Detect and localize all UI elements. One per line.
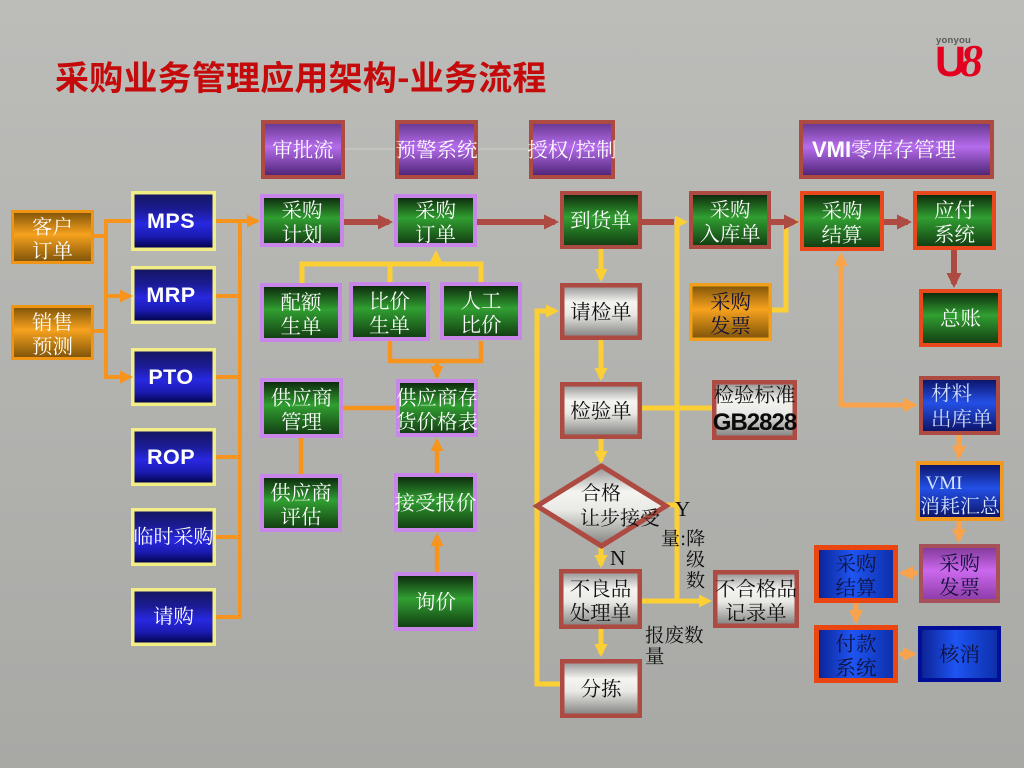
svg-text:GB2828: GB2828 [713, 409, 797, 436]
svg-text:VMI: VMI [926, 473, 963, 494]
svg-text:U: U [935, 38, 966, 86]
svg-text:PTO: PTO [148, 365, 193, 389]
svg-text:yonyou: yonyou [936, 35, 971, 46]
svg-text:MRP: MRP [146, 283, 195, 307]
svg-text:MPS: MPS [147, 209, 195, 233]
svg-text:ROP: ROP [147, 445, 195, 469]
svg-text:8: 8 [960, 35, 983, 86]
svg-text:Y: Y [675, 497, 690, 521]
svg-text:N: N [610, 546, 626, 570]
svg-text:VMI: VMI [812, 137, 851, 162]
